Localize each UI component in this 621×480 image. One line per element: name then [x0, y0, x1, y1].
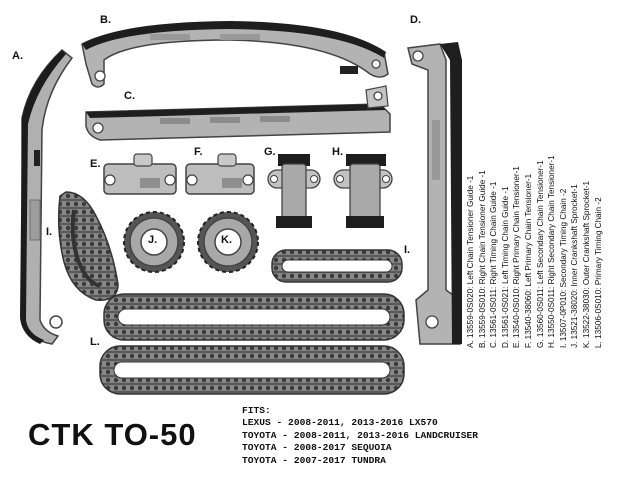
parts-list-items: A. 13559-0S020: Left Chain Tensioner Gui… [465, 93, 604, 348]
label-g: G. [264, 146, 276, 158]
part-j-inner-crankshaft-sprocket [123, 211, 185, 273]
fitment-line: LEXUS - 2008-2011, 2013-2016 LX570 [242, 417, 438, 429]
part-k-outer-crankshaft-sprocket [197, 211, 259, 273]
part-g-left-secondary-chain-tensioner [267, 154, 321, 228]
parts-list-item-g: G. 13560-0S011: Left Secondary Chain Ten… [535, 160, 545, 348]
label-l: L. [90, 336, 100, 348]
fitment-line: TOYOTA - 2008-2017 SEQUOIA [242, 442, 392, 454]
parts-list-item-l: L. 13506-0S010: Primary Timing Chain -2 [593, 197, 603, 348]
label-a: A. [12, 50, 23, 62]
fitment-line: TOYOTA - 2008-2011, 2013-2016 LANDCRUISE… [242, 429, 479, 441]
guide-a-bolt-hole [49, 315, 63, 329]
label-f: F. [194, 146, 203, 158]
parts-list-item-d: D. 13561-0S021: Left Timing Chain Guide … [500, 186, 510, 348]
label-k: K. [221, 234, 232, 246]
parts-list-item-a: A. 13559-0S020: Left Chain Tensioner Gui… [466, 175, 475, 348]
label-i-right: I. [404, 244, 411, 256]
part-i-secondary-timing-chain-left [57, 191, 119, 301]
part-e-right-primary-chain-tensioner [103, 153, 177, 195]
part-i-secondary-timing-chain-right [271, 249, 403, 283]
guide-b-bolt-hole [94, 70, 106, 82]
part-l-primary-timing-chain-lower [99, 345, 405, 395]
parts-list-item-f: F. 13540-38060: Left Primary Chain Tensi… [523, 173, 533, 348]
part-b-right-chain-tensioner-guide [81, 21, 389, 88]
part-c-right-timing-chain-guide [85, 85, 391, 141]
part-a-left-chain-tensioner-guide [20, 49, 74, 345]
label-c: C. [124, 90, 135, 102]
parts-list-item-b: B. 13559-0S010: Right Chain Tensioner Gu… [477, 170, 487, 348]
label-i-left: I. [46, 226, 53, 238]
kit-title: CTK TO-50 [28, 417, 197, 452]
parts-list-item-i: I. 13507-0P010: Secondary Timing Chain -… [558, 188, 568, 348]
parts-list-item-e: E. 13540-0S010: Right Primary Chain Tens… [512, 166, 522, 348]
label-j: J. [148, 234, 158, 246]
label-d: D. [410, 14, 421, 26]
fits-label: FITS: [242, 405, 271, 416]
label-h: H. [332, 146, 343, 158]
parts-list-item-j: J. 13521-38020: Inner Crankshaft Sprocke… [570, 184, 580, 348]
parts-list-item-c: C. 13561-0S011: Right Timing Chain Guide… [489, 181, 499, 348]
parts-list-item-k: K. 13522-38030: Outer Crankshaft Sprocke… [581, 180, 591, 348]
part-l-primary-timing-chain-upper [103, 293, 405, 341]
fitment-line: TOYOTA - 2007-2017 TUNDRA [242, 454, 386, 466]
part-d-left-timing-chain-guide [407, 42, 462, 345]
guide-a-block [34, 150, 40, 166]
fitment-block: FITS: LEXUS - 2008-2011, 2013-2016 LX570… [242, 405, 478, 467]
label-b: B. [100, 14, 111, 26]
part-h-right-secondary-chain-tensioner [333, 154, 393, 228]
parts-list-item-h: H. 13550-0S011: Right Secondary Chain Te… [547, 155, 557, 348]
label-e: E. [90, 158, 101, 170]
part-f-left-primary-chain-tensioner [185, 153, 255, 195]
